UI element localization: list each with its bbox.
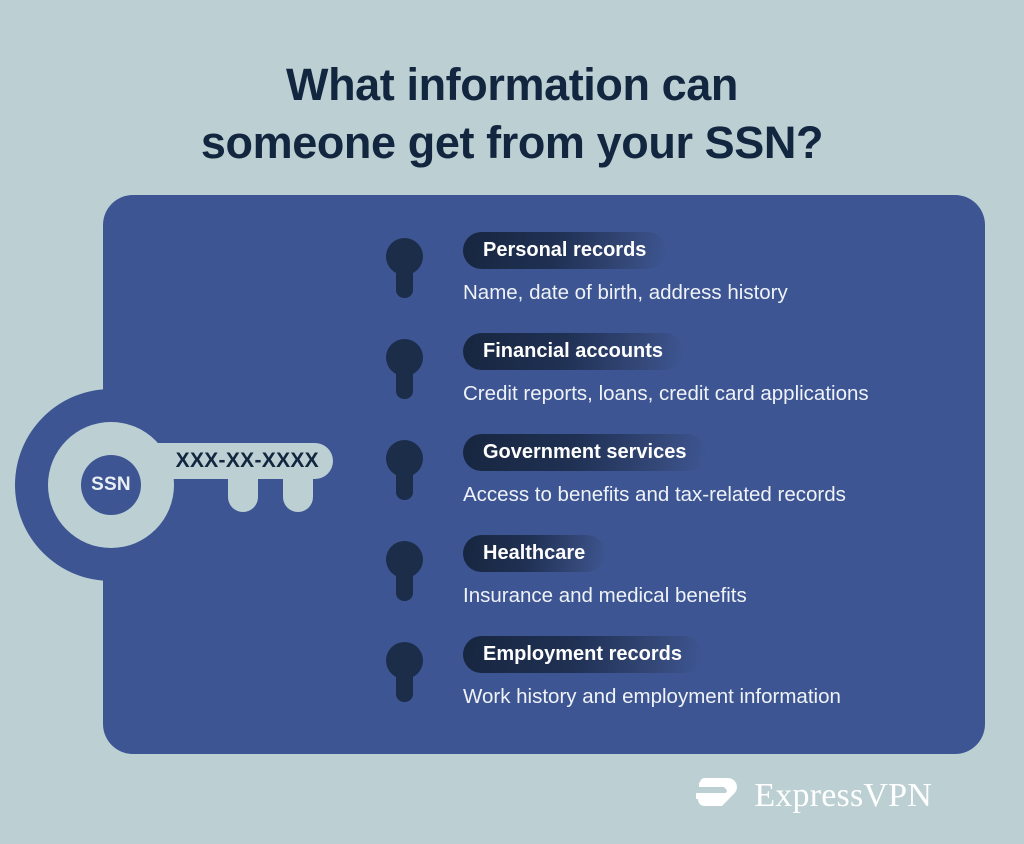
- keyhole-icon: [382, 541, 426, 603]
- ssn-number-label: XXX-XX-XXXX: [175, 449, 319, 472]
- list-item-label: Healthcare: [463, 535, 606, 572]
- list-item-label: Government services: [463, 434, 707, 471]
- list-item: Employment records Work history and empl…: [382, 636, 962, 737]
- ssn-hub-label: SSN: [91, 474, 131, 495]
- keyhole-icon-stem: [396, 670, 413, 702]
- list-item-content: Financial accounts Credit reports, loans…: [463, 333, 869, 407]
- keyhole-icon-stem: [396, 468, 413, 500]
- list-item-content: Healthcare Insurance and medical benefit…: [463, 535, 747, 609]
- keyhole-icon: [382, 642, 426, 704]
- list-item-content: Personal records Name, date of birth, ad…: [463, 232, 788, 306]
- list-item-description: Access to benefits and tax-related recor…: [463, 483, 846, 506]
- list-item-description: Name, date of birth, address history: [463, 281, 788, 304]
- list-item-description: Credit reports, loans, credit card appli…: [463, 382, 869, 405]
- expressvpn-logo: ExpressVPN: [692, 776, 932, 816]
- list-item-content: Employment records Work history and empl…: [463, 636, 841, 710]
- list-item: Healthcare Insurance and medical benefit…: [382, 535, 962, 636]
- list-item: Personal records Name, date of birth, ad…: [382, 232, 962, 333]
- keyhole-icon-stem: [396, 569, 413, 601]
- keyhole-icon: [382, 339, 426, 401]
- key-hub: SSN: [81, 455, 141, 515]
- list-item-content: Government services Access to benefits a…: [463, 434, 846, 508]
- list-item-description: Work history and employment information: [463, 685, 841, 708]
- key-tooth-2: [283, 470, 313, 512]
- list-item: Financial accounts Credit reports, loans…: [382, 333, 962, 434]
- list-item-description: Insurance and medical benefits: [463, 584, 747, 607]
- list-item-label: Personal records: [463, 232, 667, 269]
- keyhole-icon: [382, 238, 426, 300]
- list-item: Government services Access to benefits a…: [382, 434, 962, 535]
- list-item-label: Financial accounts: [463, 333, 684, 370]
- keyhole-icon: [382, 440, 426, 502]
- page-title-line-1: What information can: [286, 59, 738, 110]
- page-title-line-2: someone get from your SSN?: [200, 117, 824, 168]
- key-tooth-1: [228, 470, 258, 512]
- keyhole-icon-stem: [396, 266, 413, 298]
- expressvpn-logo-text: ExpressVPN: [754, 777, 932, 814]
- expressvpn-logo-icon: [696, 778, 738, 806]
- keyhole-icon-stem: [396, 367, 413, 399]
- ssn-key-graphic: XXX-XX-XXXX SSN: [0, 370, 360, 581]
- information-list: Personal records Name, date of birth, ad…: [382, 232, 962, 737]
- list-item-label: Employment records: [463, 636, 702, 673]
- page-title: What information can someone get from yo…: [0, 56, 1024, 172]
